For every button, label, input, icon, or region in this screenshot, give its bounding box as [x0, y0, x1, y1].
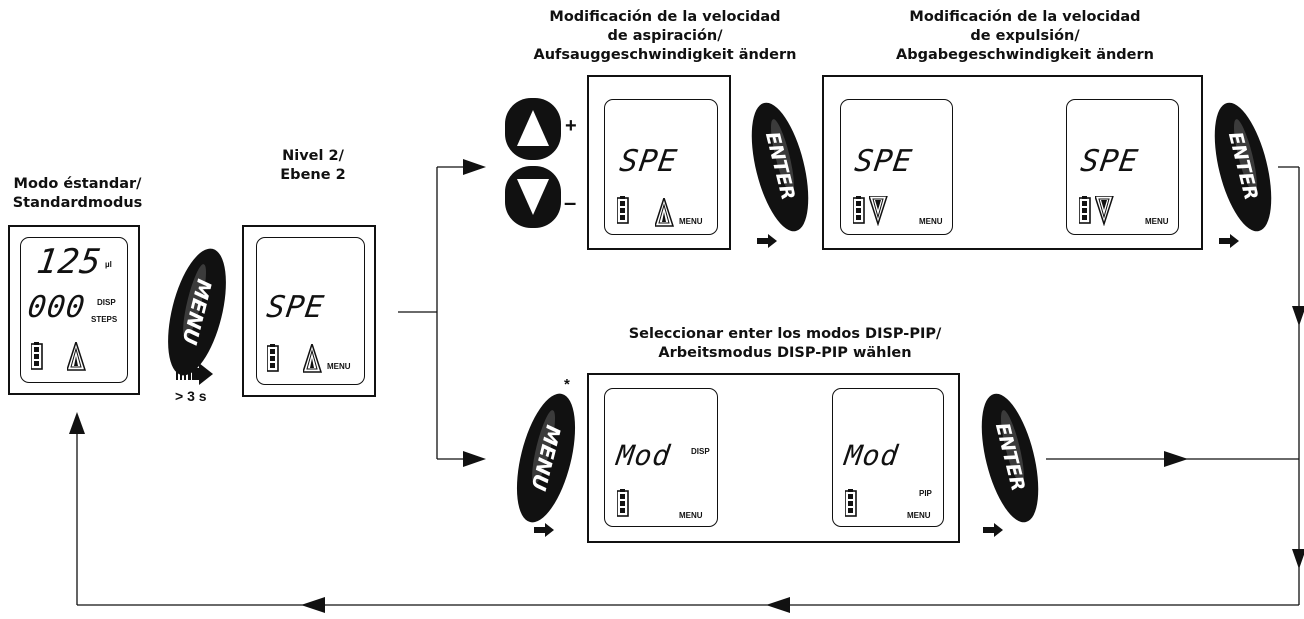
mode-left-readout: Mod [614, 439, 673, 472]
expulsion-lcd-left: SPE MENU [840, 99, 953, 235]
disp-label: DISP [97, 298, 116, 307]
plus-label: + [565, 115, 577, 137]
hold-time-label: > 3 s [175, 388, 207, 404]
menu-label: MENU [679, 511, 703, 520]
level2-display-panel: SPE MENU [242, 225, 376, 397]
disp-label: DISP [691, 447, 710, 456]
expulsion-right-readout: SPE [1078, 144, 1141, 179]
aspiration-readout: SPE [617, 144, 680, 179]
aspiration-title: Modificación de la velocidad de aspiraci… [533, 9, 797, 63]
pip-label: PIP [919, 489, 932, 498]
expulsion-display-panel: SPE MENU SPE MENU [822, 75, 1203, 250]
asterisk-note: * [564, 376, 570, 393]
volume-unit: µl [105, 260, 112, 269]
mode-select-display-panel: Mod DISP MENU Mod PIP MENU [587, 373, 960, 543]
standard-lcd: 125 µl 000 DISP STEPS [20, 237, 128, 383]
arrow-head [463, 159, 486, 175]
battery-icon [853, 196, 865, 224]
mode-lcd-right: Mod PIP MENU [832, 388, 944, 527]
battery-icon [267, 344, 279, 372]
menu-key-icon [168, 248, 226, 376]
menu-label: MENU [327, 362, 351, 371]
enter-key-icon [751, 102, 809, 232]
tip-down-icon [869, 196, 888, 225]
expulsion-left-readout: SPE [852, 144, 915, 179]
tip-up-icon [655, 198, 674, 227]
expulsion-lcd-right: SPE MENU [1066, 99, 1179, 235]
mode-lcd-left: Mod DISP MENU [604, 388, 718, 527]
standard-title: Modo éstandar/ Standardmodus [12, 176, 143, 211]
aspiration-down-button[interactable] [505, 166, 561, 228]
level2-lcd: SPE MENU [256, 237, 365, 385]
battery-icon [1079, 196, 1091, 224]
expulsion-title: Modificación de la velocidad de expulsió… [896, 9, 1154, 63]
battery-icon [617, 196, 629, 224]
aspiration-lcd: SPE MENU [604, 99, 718, 235]
steps-readout: 000 [25, 290, 88, 325]
battery-icon [845, 489, 857, 517]
tip-up-icon [303, 344, 322, 373]
menu-label: MENU [679, 217, 703, 226]
aspiration-up-button[interactable] [505, 98, 561, 160]
volume-readout: 125 [34, 242, 105, 282]
tip-down-icon [1095, 196, 1114, 225]
battery-icon [31, 342, 43, 370]
standard-display-panel: 125 µl 000 DISP STEPS [8, 225, 140, 395]
menu-label: MENU [919, 217, 943, 226]
menu-label: MENU [907, 511, 931, 520]
steps-label: STEPS [91, 315, 118, 324]
mode-right-readout: Mod [842, 439, 901, 472]
minus-label: – [564, 190, 577, 215]
level2-readout: SPE [264, 290, 327, 325]
battery-icon [617, 489, 629, 517]
down-key-icon [505, 166, 561, 228]
up-key-icon [505, 98, 561, 160]
tip-up-icon [67, 342, 86, 371]
level2-title: Nivel 2/ Ebene 2 [280, 148, 346, 183]
menu-label: MENU [1145, 217, 1169, 226]
mode-select-title: Seleccionar enter los modos DISP-PIP/ Ar… [628, 326, 942, 361]
aspiration-display-panel: SPE MENU [587, 75, 731, 250]
